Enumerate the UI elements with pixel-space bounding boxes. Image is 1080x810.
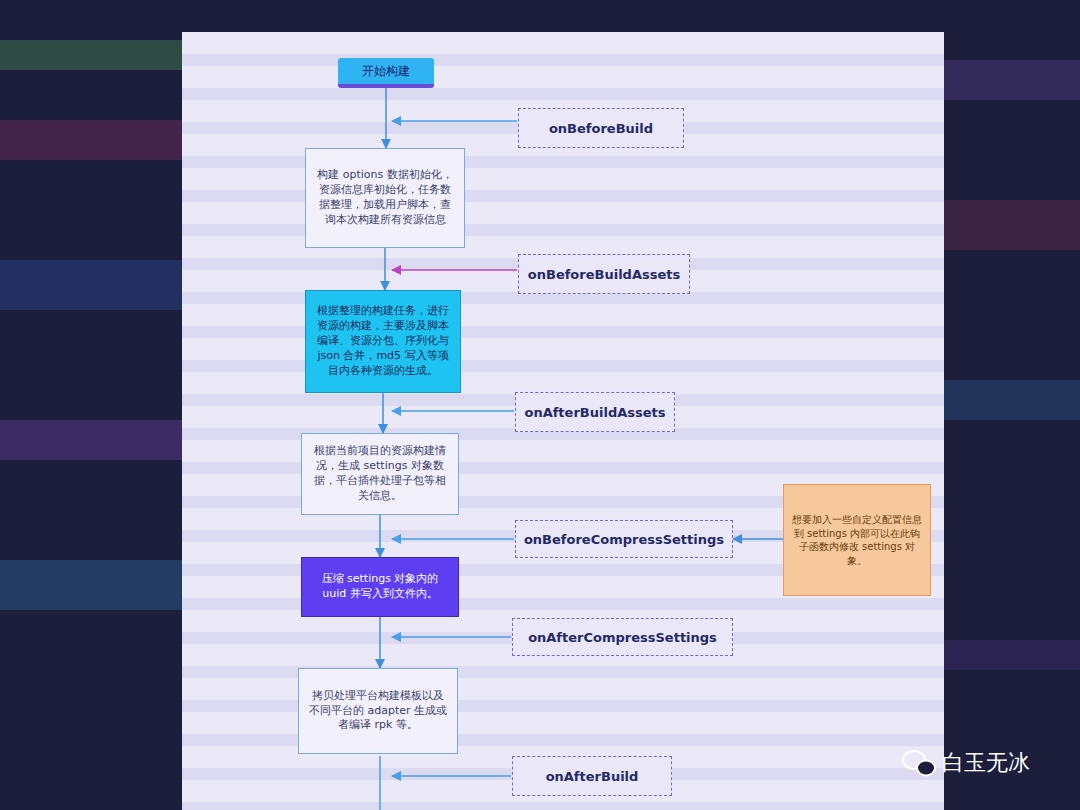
hook-box: onAfterBuildAssets xyxy=(515,392,675,432)
node-text: 开始构建 xyxy=(362,63,410,80)
hook-box: onBeforeCompressSettings xyxy=(515,520,733,558)
note-box: 想要加入一些自定义配置信息到 settings 内部可以在此钩子函数内修改 se… xyxy=(783,484,931,596)
node-text: 根据当前项目的资源构建情况，生成 settings 对象数据，平台插件处理子包等… xyxy=(310,444,450,503)
process-box: 根据当前项目的资源构建情况，生成 settings 对象数据，平台插件处理子包等… xyxy=(301,433,459,515)
node-text: onBeforeCompressSettings xyxy=(524,532,724,547)
node-text: 构建 options 数据初始化，资源信息库初始化，任务数据整理，加载用户脚本，… xyxy=(314,168,456,227)
node-text: 压缩 settings 对象内的 uuid 并写入到文件内。 xyxy=(310,572,450,602)
wechat-icon xyxy=(903,751,935,776)
node-text: 拷贝处理平台构建模板以及不同平台的 adapter 生成或者编译 rpk 等。 xyxy=(307,689,449,734)
node-text: 想要加入一些自定义配置信息到 settings 内部可以在此钩子函数内修改 se… xyxy=(792,513,922,567)
hook-box: onBeforeBuildAssets xyxy=(518,254,690,294)
flow-arrow xyxy=(385,88,387,148)
process-box: 根据整理的构建任务，进行资源的构建，主要涉及脚本编译、资源分包、序列化与 jso… xyxy=(305,290,461,393)
process-box: 构建 options 数据初始化，资源信息库初始化，任务数据整理，加载用户脚本，… xyxy=(305,148,465,248)
node-text: onAfterBuildAssets xyxy=(524,405,665,420)
watermark: 白玉无冰 xyxy=(942,748,1030,778)
flow-arrow xyxy=(733,538,783,540)
start-box: 开始构建 xyxy=(338,58,434,88)
flow-arrow xyxy=(379,515,381,557)
process-box: 压缩 settings 对象内的 uuid 并写入到文件内。 xyxy=(301,557,459,617)
hook-box: onAfterCompressSettings xyxy=(512,618,733,656)
flow-arrow xyxy=(384,248,386,290)
hook-box: onBeforeBuild xyxy=(518,108,684,148)
flow-arrow xyxy=(379,617,381,668)
hook-box: onAfterBuild xyxy=(512,756,672,796)
node-text: onAfterCompressSettings xyxy=(528,630,717,645)
flow-arrow xyxy=(382,393,384,433)
process-box: 拷贝处理平台构建模板以及不同平台的 adapter 生成或者编译 rpk 等。 xyxy=(298,668,458,754)
node-text: 根据整理的构建任务，进行资源的构建，主要涉及脚本编译、资源分包、序列化与 jso… xyxy=(314,304,452,378)
node-text: onBeforeBuild xyxy=(549,121,653,136)
node-text: onBeforeBuildAssets xyxy=(528,267,680,282)
node-text: onAfterBuild xyxy=(546,769,639,784)
